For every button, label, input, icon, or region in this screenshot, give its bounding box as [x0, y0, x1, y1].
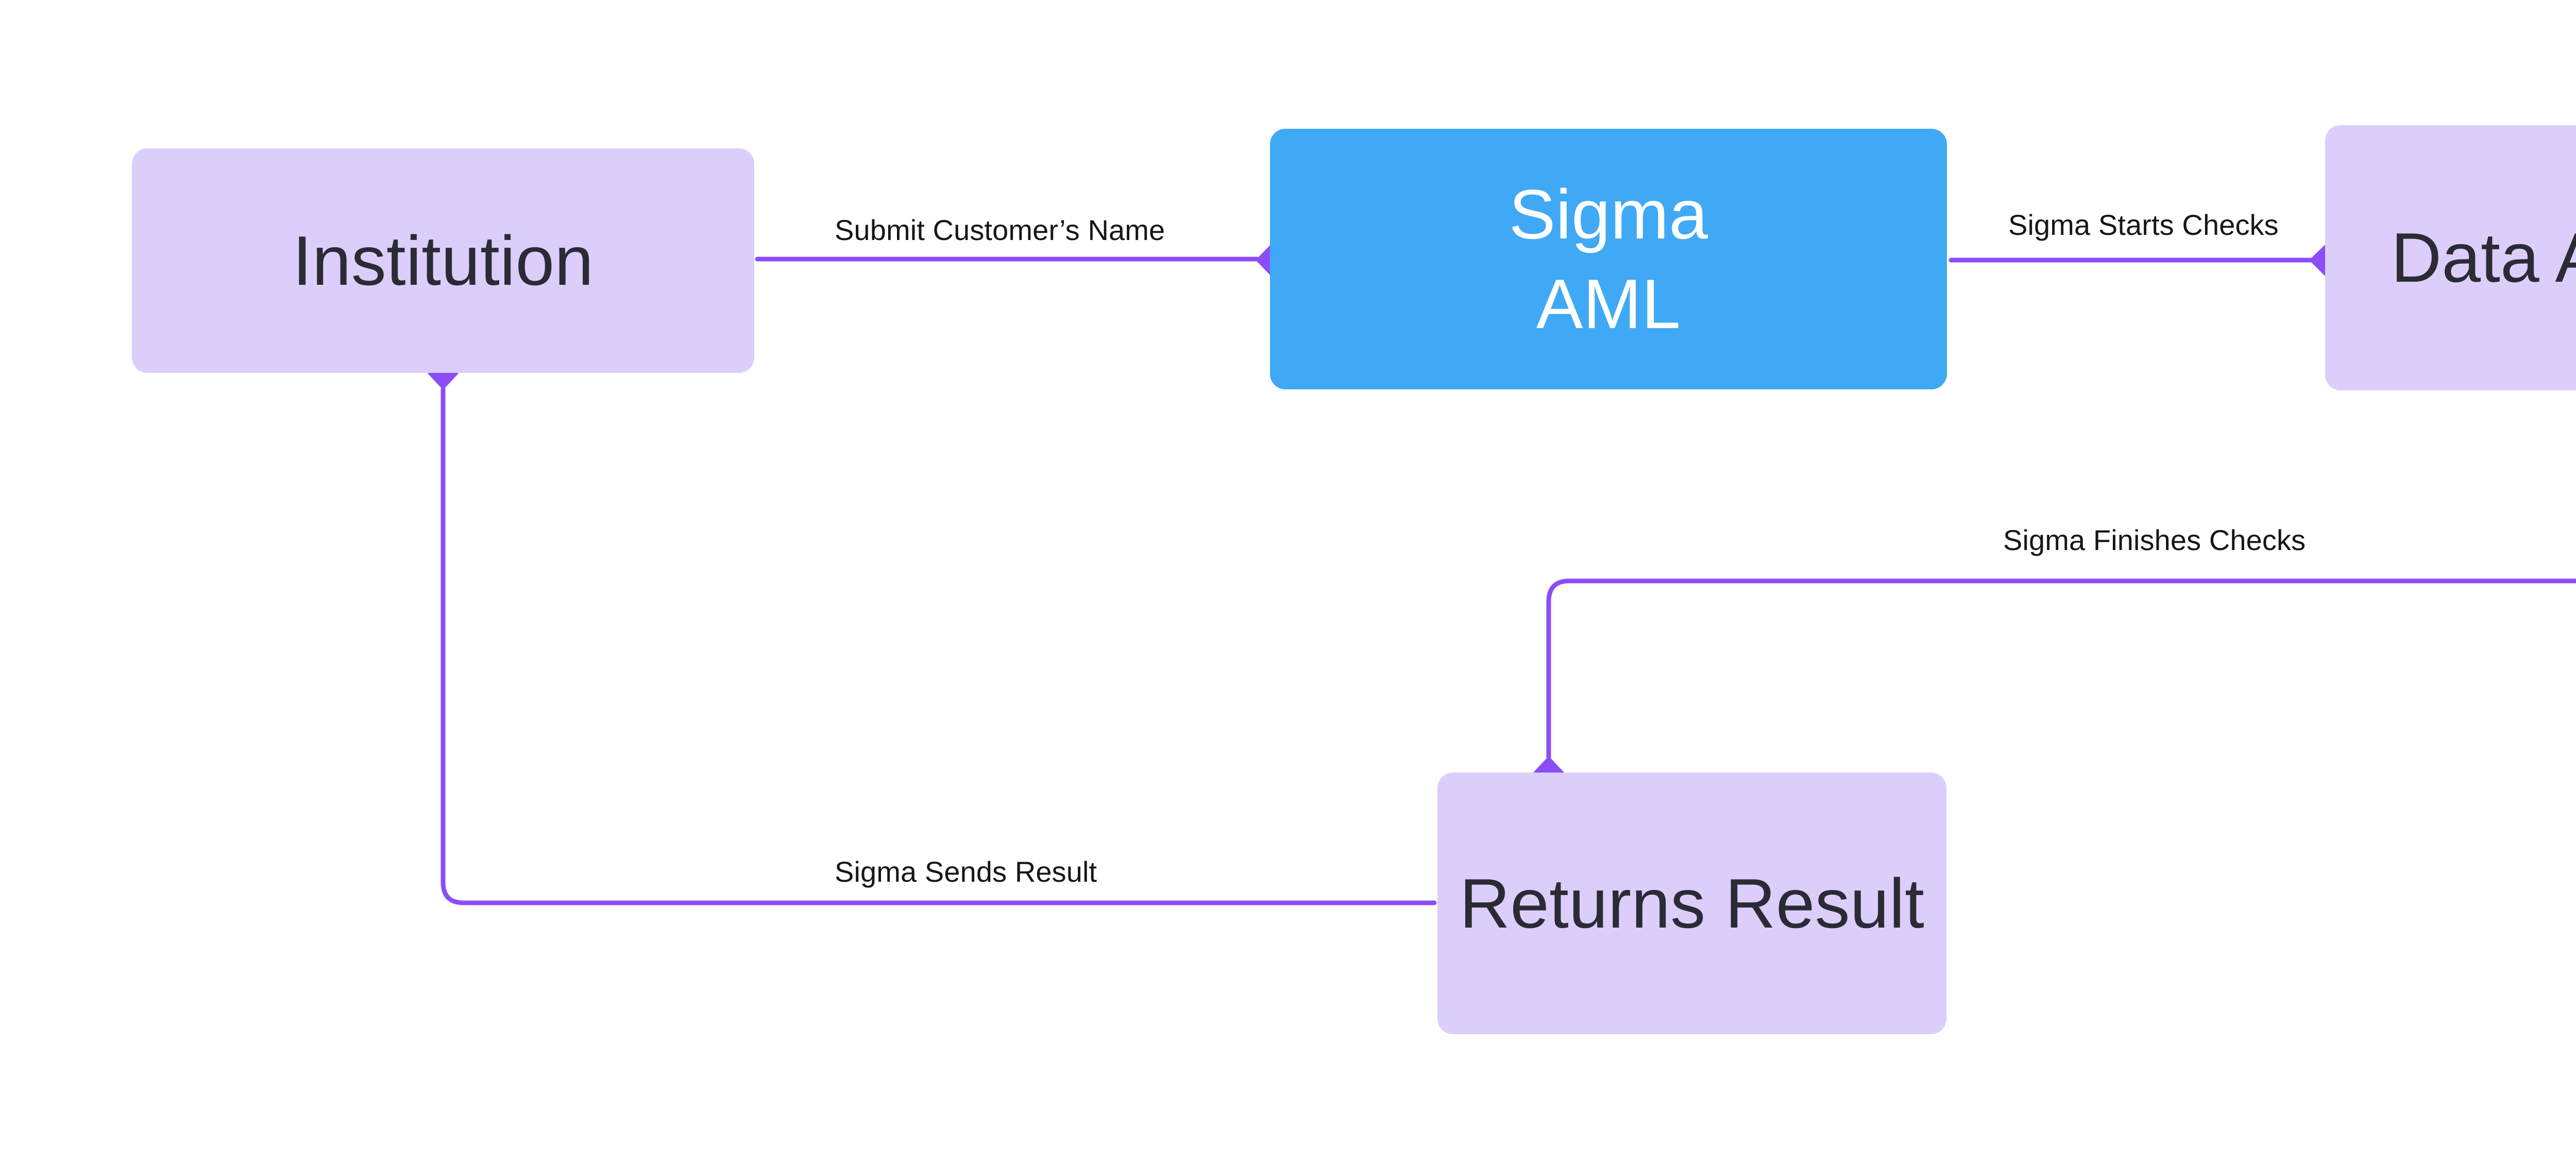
edge-line-sends: [440, 387, 1437, 905]
node-data-aggregation[interactable]: Data Aggregation: [2325, 125, 2576, 390]
edge-sigma-sends-result[interactable]: [428, 357, 1437, 905]
node-institution-label: Institution: [292, 221, 594, 300]
node-sigma-aml-label: Sigma AML: [1509, 175, 1708, 343]
edge-line-finishes: [1546, 578, 2576, 760]
edge-label-sigma-finishes-checks: Sigma Finishes Checks: [2003, 524, 2306, 556]
node-institution[interactable]: Institution: [132, 148, 754, 373]
node-returns-result[interactable]: Returns Result: [1437, 773, 1946, 1034]
node-returns-result-label: Returns Result: [1459, 864, 1925, 943]
edge-label-sigma-sends-result: Sigma Sends Result: [835, 855, 1097, 888]
edge-label-submit-customers-name: Submit Customer’s Name: [835, 214, 1165, 246]
edge-label-sigma-starts-checks: Sigma Starts Checks: [2008, 209, 2279, 241]
edge-submit-customers-name[interactable]: [755, 244, 1286, 276]
node-sigma-aml[interactable]: Sigma AML: [1270, 129, 1947, 389]
node-data-aggregation-label: Data Aggregation: [2391, 218, 2576, 297]
edge-sigma-finishes-checks[interactable]: [1533, 391, 2576, 789]
edge-sigma-starts-checks[interactable]: [1948, 244, 2342, 277]
